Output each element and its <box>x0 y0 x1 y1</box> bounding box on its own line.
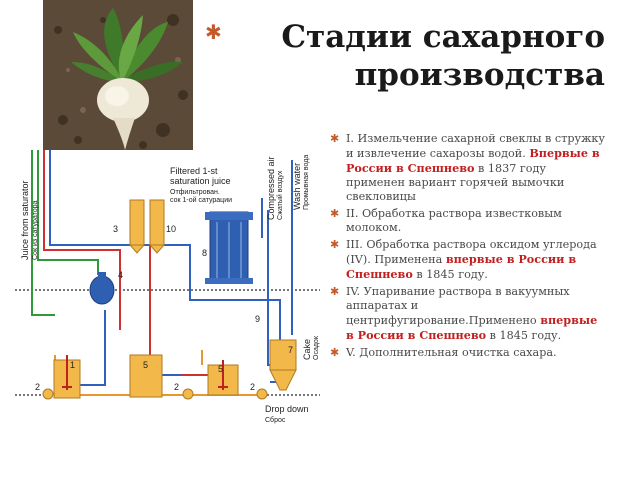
highlight-text: Впервые в России в Спешнево <box>346 146 600 175</box>
bullet-star-icon: ✱ <box>330 238 340 251</box>
num-4: 4 <box>118 270 123 280</box>
bullet-star-icon: ✱ <box>330 346 340 359</box>
label-drop-ru: Сброс <box>265 416 286 424</box>
label-cake-en: Cake <box>302 339 312 360</box>
label-filtered-ru-2: сок 1-ой сатурации <box>170 196 232 204</box>
label-water-ru: Промывная вода <box>303 155 310 210</box>
num-9: 9 <box>255 314 260 324</box>
bullet-star-icon: ✱ <box>330 132 340 145</box>
bullet-star-icon: ✱ <box>330 285 340 298</box>
highlight-text: впервые в России в Спешнево <box>346 252 577 281</box>
num-2c: 2 <box>250 382 255 392</box>
label-cake-ru: Осадок <box>313 335 320 360</box>
process-diagram: Juice from saturator Сок из сатуратора C… <box>10 150 325 428</box>
label-air-ru: Сжатый воздух <box>276 170 284 220</box>
label-filtered-ru-1: Отфильтрован. <box>170 189 220 196</box>
num-5a: 5 <box>143 360 148 370</box>
list-item: ✱ IV. Упаривание раствора в вакуумных ап… <box>330 285 598 342</box>
title-bullet-star-icon: ✱ <box>205 20 222 44</box>
num-2a: 2 <box>35 382 40 392</box>
num-8: 8 <box>202 248 207 258</box>
highlight-text: впервые в России в Спешнево <box>346 313 598 342</box>
list-item: ✱ V. Дополнительная очистка сахара. <box>330 346 557 359</box>
num-5b: 5 <box>218 364 223 374</box>
num-7: 7 <box>288 345 293 355</box>
list-item: ✱ III. Обработка раствора оксидом углеро… <box>330 238 597 281</box>
num-10: 10 <box>166 224 176 234</box>
num-2b: 2 <box>174 382 179 392</box>
label-filtered-en-2: saturation juice <box>170 176 231 186</box>
page-title: Стадии сахарного производства <box>205 18 605 94</box>
sugar-beet-photo <box>43 0 193 150</box>
stages-list: ✱ I. Измельчение сахарной свеклы в струж… <box>330 132 608 363</box>
bullet-star-icon: ✱ <box>330 207 340 220</box>
label-filtered-en-1: Filtered 1-st <box>170 166 218 176</box>
title-line-2: производства <box>354 57 605 93</box>
label-water-en: Wash water <box>292 163 302 210</box>
list-item: ✱ I. Измельчение сахарной свеклы в струж… <box>330 132 605 203</box>
list-item: ✱ II. Обработка раствора известковым мол… <box>330 207 562 234</box>
label-air-en: Compressed air <box>266 156 276 220</box>
num-1: 1 <box>70 360 75 370</box>
label-drop-en: Drop down <box>265 404 309 414</box>
title-line-1: Стадии сахарного <box>281 19 605 55</box>
label-juice-en: Juice from saturator <box>20 180 30 260</box>
title-block: ✱ Стадии сахарного производства <box>205 18 605 94</box>
label-juice-ru: Сок из сатуратора <box>32 200 39 260</box>
num-3: 3 <box>113 224 118 234</box>
